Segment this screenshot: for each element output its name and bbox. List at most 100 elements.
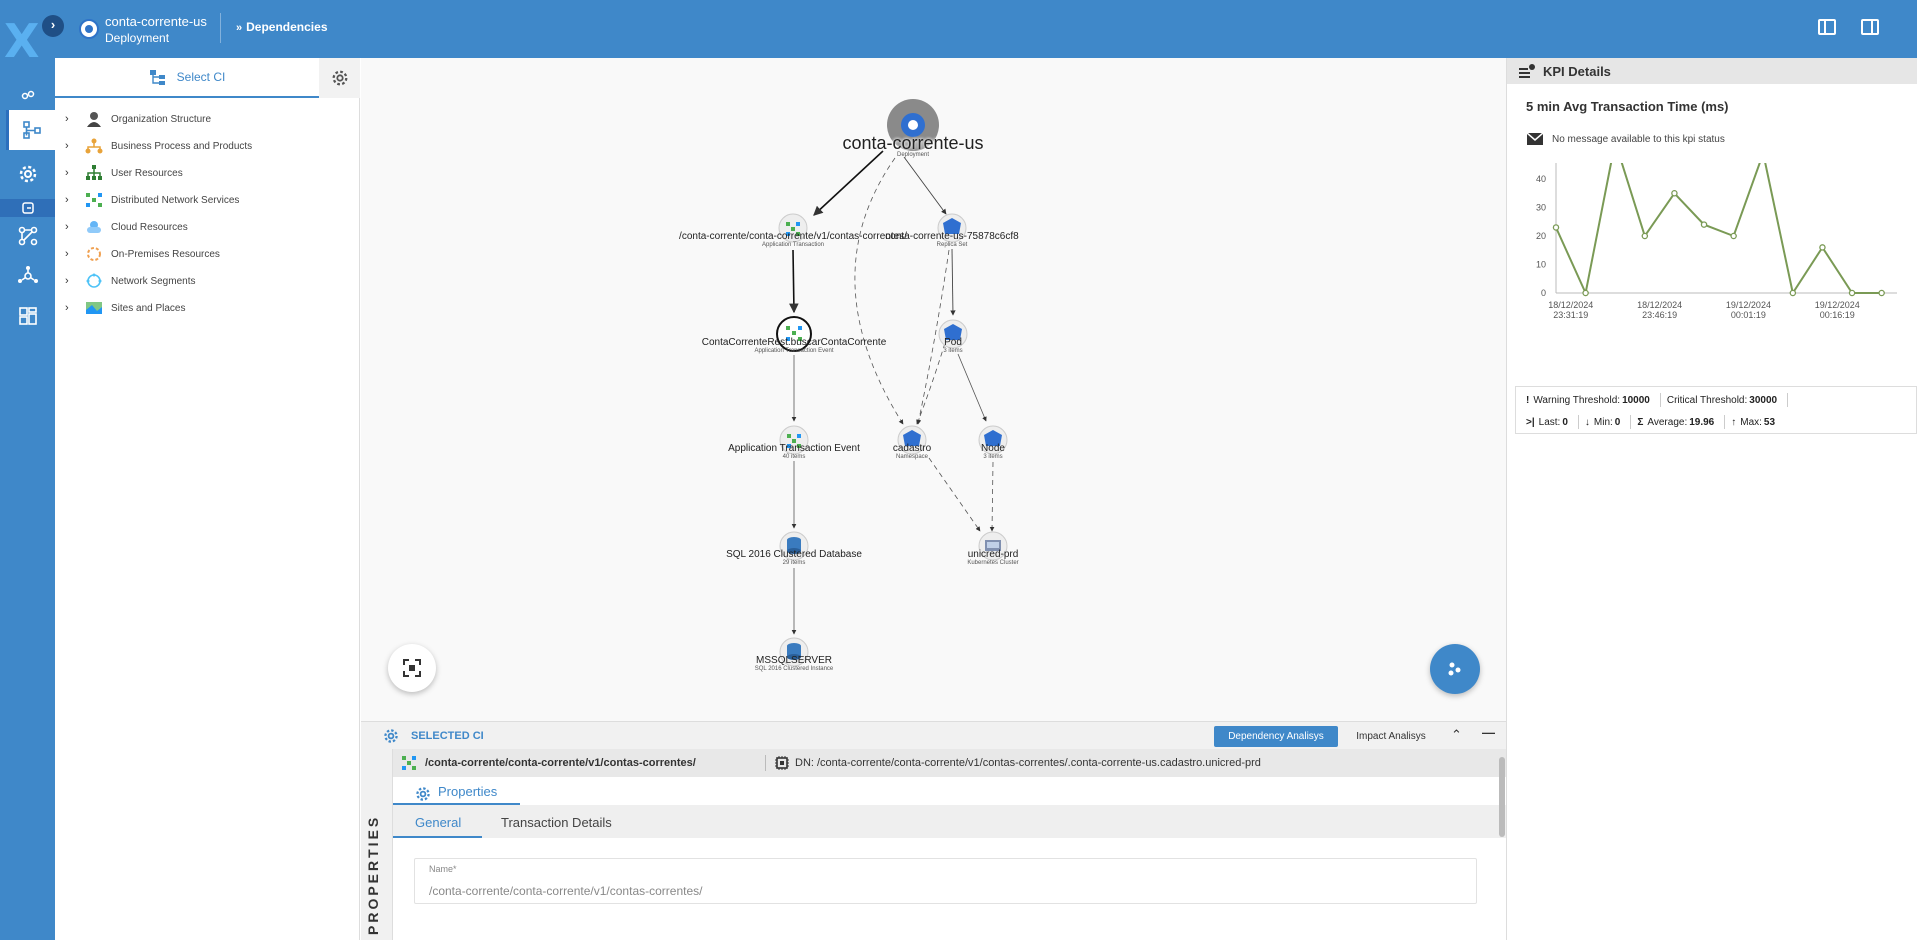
chevron-right-icon: › xyxy=(65,248,69,260)
name-field-value: /conta-corrente/conta-corrente/v1/contas… xyxy=(429,884,703,898)
x-tick-label: 00:16:19 xyxy=(1820,310,1855,320)
node-type: 3 items xyxy=(983,454,1003,460)
node-label[interactable]: Application Transaction Event xyxy=(728,443,860,454)
sites-icon xyxy=(86,302,102,314)
node-label[interactable]: conta-corrente-us-75878c6cf8 xyxy=(885,231,1019,242)
arrow-up-icon: ↑ xyxy=(1731,416,1737,428)
tree-item-sites-places[interactable]: › Sites and Places xyxy=(65,297,186,319)
node-label[interactable]: SQL 2016 Clustered Database xyxy=(726,549,862,560)
properties-tab[interactable]: Properties xyxy=(438,784,498,799)
root-node-label[interactable]: conta-corrente-us xyxy=(842,133,984,153)
small-screen-icon[interactable] xyxy=(0,199,55,217)
sql-database-node xyxy=(779,531,809,561)
chevron-up-icon[interactable]: ⌃ xyxy=(1451,727,1462,742)
graph-actions-button[interactable] xyxy=(1430,644,1480,694)
kpi-details-panel: KPI Details 5 min Avg Transaction Time (… xyxy=(1506,58,1917,940)
double-chevron-down-icon: » xyxy=(236,22,243,34)
on-premises-icon xyxy=(87,247,101,261)
node-label[interactable]: unicred-prd xyxy=(967,549,1019,560)
tree-item-distributed-network[interactable]: › Distributed Network Services xyxy=(65,189,239,211)
node-label[interactable]: ContaCorrenteRest.buscarContaCorrente xyxy=(701,337,887,348)
kubernetes-cluster-node xyxy=(978,531,1008,561)
kpi-title: 5 min Avg Transaction Time (ms) xyxy=(1526,99,1729,114)
divider xyxy=(1659,393,1661,407)
tree-item-network-segments[interactable]: › Network Segments xyxy=(65,270,195,292)
dependency-analysis-button[interactable]: Dependency Analisys xyxy=(1214,726,1338,747)
data-point xyxy=(1671,189,1678,197)
kpi-list-icon xyxy=(1519,64,1535,78)
top-bar: X › conta-corrente-us Deployment »Depend… xyxy=(0,0,1917,64)
tree-item-on-premises[interactable]: › On-Premises Resources xyxy=(65,243,220,265)
node-type: Replica Set xyxy=(936,242,968,248)
chevron-right-icon: › xyxy=(65,194,69,206)
average-value: 19.96 xyxy=(1689,416,1715,428)
min-label: Min: xyxy=(1593,416,1613,428)
chevron-right-icon: › xyxy=(65,113,69,125)
dependencies-menu[interactable]: »Dependencies xyxy=(236,20,328,34)
mssql-instance-node xyxy=(779,637,809,667)
data-point xyxy=(1700,221,1708,228)
selected-ci-title: SELECTED CI xyxy=(411,730,484,742)
entity-name: conta-corrente-us xyxy=(105,14,207,29)
node-label[interactable]: MSSQLSERVER xyxy=(756,655,832,666)
summary-row: >| Last:0 ↓ Min:0 Σ Average:19.96 ↑ Max:… xyxy=(1526,415,1779,429)
critical-threshold-label: Critical Threshold: xyxy=(1666,394,1748,406)
replica-set-node xyxy=(937,213,967,243)
dashboard-nav-icon[interactable] xyxy=(8,298,48,334)
business-process-icon xyxy=(85,138,103,154)
chip-icon xyxy=(775,756,789,770)
node-label[interactable]: Pod xyxy=(944,337,962,348)
pod-node xyxy=(938,319,968,349)
topology-nav-icon[interactable] xyxy=(6,110,55,150)
settings-nav-icon[interactable] xyxy=(8,156,48,192)
y-tick-label: 40 xyxy=(1536,174,1546,184)
last-label: Last: xyxy=(1538,416,1561,428)
network-nav-icon[interactable] xyxy=(8,258,48,294)
dependency-graph-canvas[interactable]: conta-corrente-us Deployment /conta-corr… xyxy=(361,58,1506,721)
tree-item-user-resources[interactable]: › User Resources xyxy=(65,162,183,184)
data-point xyxy=(1819,244,1826,251)
tree-item-label: User Resources xyxy=(111,167,183,179)
kpi-header: KPI Details xyxy=(1507,58,1917,84)
left-panel-toggle-icon[interactable] xyxy=(1818,19,1836,35)
expand-menu-button[interactable]: › xyxy=(42,15,64,37)
tree-item-label: Sites and Places xyxy=(111,302,186,314)
node-label[interactable]: Node xyxy=(981,443,1005,454)
deployment-icon xyxy=(79,19,99,39)
node-label[interactable]: /conta-corrente/conta-corrente/v1/contas… xyxy=(679,231,907,242)
tab-transaction-details[interactable]: Transaction Details xyxy=(501,815,612,830)
workflow-nav-icon[interactable] xyxy=(8,218,48,254)
chevron-right-icon: › xyxy=(65,221,69,233)
tree-item-business-process[interactable]: › Business Process and Products xyxy=(65,135,252,157)
network-segments-icon xyxy=(86,273,102,288)
data-point xyxy=(1582,289,1589,297)
node-type: 3 items xyxy=(943,348,963,354)
tree-item-cloud-resources[interactable]: › Cloud Resources xyxy=(65,216,188,238)
k8s-node-node xyxy=(978,425,1008,455)
kpi-stats-box: ! Warning Threshold:10000 Critical Thres… xyxy=(1515,386,1917,434)
minimize-icon[interactable]: — xyxy=(1482,725,1495,740)
tab-general[interactable]: General xyxy=(415,815,462,830)
app-transaction-node xyxy=(778,213,808,243)
link-icon[interactable] xyxy=(8,88,48,104)
select-ci-tab[interactable]: Select CI xyxy=(55,58,319,98)
last-icon: >| xyxy=(1526,416,1535,428)
left-rail xyxy=(0,58,55,940)
divider xyxy=(765,755,766,771)
chevron-right-icon: › xyxy=(65,167,69,179)
data-point xyxy=(1848,289,1856,297)
fit-to-screen-button[interactable] xyxy=(388,644,436,692)
divider xyxy=(1787,393,1789,407)
entity-type: Deployment xyxy=(105,31,170,45)
right-panel-toggle-icon[interactable] xyxy=(1861,19,1879,35)
node-label[interactable]: cadastro xyxy=(892,443,932,454)
x-tick-label: 19/12/2024 xyxy=(1726,300,1771,310)
x-tick-label: 18/12/2024 xyxy=(1548,300,1593,310)
properties-scrollbar[interactable] xyxy=(1499,757,1505,837)
name-field[interactable]: Name* /conta-corrente/conta-corrente/v1/… xyxy=(414,858,1477,904)
select-ci-label: Select CI xyxy=(176,70,226,84)
ci-settings-button[interactable] xyxy=(319,58,360,98)
impact-analysis-button[interactable]: Impact Analisys xyxy=(1356,731,1426,742)
sigma-icon: Σ xyxy=(1637,416,1644,428)
tree-item-organization-structure[interactable]: › Organization Structure xyxy=(65,108,211,130)
